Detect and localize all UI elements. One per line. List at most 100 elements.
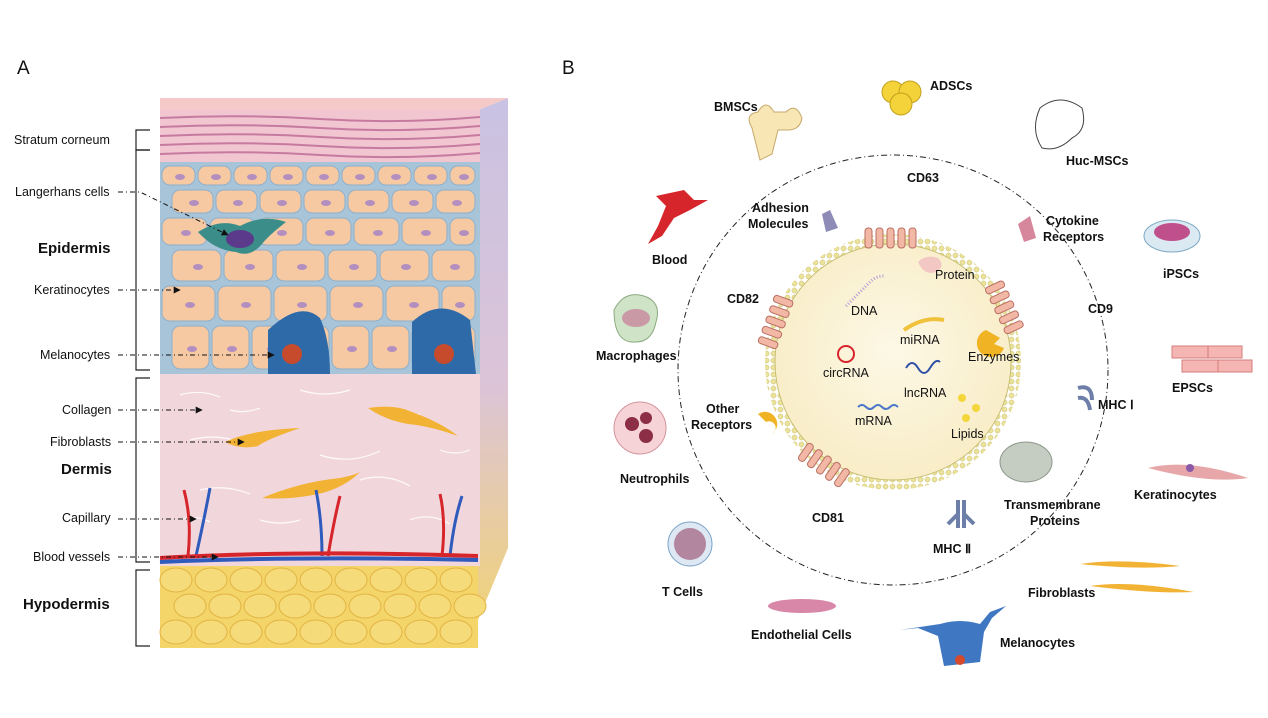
keratinocyte-nucleus [297,302,307,308]
fat-cell [334,619,368,645]
fat-cell [229,619,263,645]
label-collagen: Collagen [62,403,112,417]
melanocyte-cell-left [268,311,330,374]
transmembrane-protein-shape [999,441,1053,483]
fat-cell [348,593,382,619]
label-cytokine-2: Receptors [1043,230,1105,244]
neutrophils-icon [613,401,667,455]
label-huc-mscs: Huc-MSCs [1066,154,1129,168]
tetraspanin-helix [825,461,841,481]
fat-cell [264,567,298,593]
fat-cell [453,593,487,619]
label-circrna: circRNA [823,366,869,380]
tetraspanin-helix [769,305,790,318]
fat-cell [418,593,452,619]
keratinocyte-nucleus [355,174,365,180]
label-protein: Protein [935,268,975,282]
label-hypodermis: Hypodermis [23,596,110,613]
adhesion-molecule-shape [822,210,838,232]
label-melanocytes: Melanocytes [40,348,111,362]
keratinocyte-nucleus [365,200,375,206]
label-epidermis: Epidermis [38,240,111,257]
tetraspanin-helix [772,294,794,308]
keratinocyte-nucleus [187,346,197,352]
label-adhesion-2: Molecules [748,217,809,231]
label-fibroblasts-source: Fibroblasts [1028,586,1096,600]
keratinocyte-nucleus [427,174,437,180]
vein [159,556,479,564]
fat-cell [369,567,403,593]
keratinocyte-nucleus [409,302,419,308]
keratinocyte-nucleus [401,264,411,270]
label-melanocytes-source: Melanocytes [1000,636,1076,650]
keratinocyte-nucleus [277,200,287,206]
fat-cell [159,567,193,593]
keratinocyte-nucleus [347,346,357,352]
fat-cell [334,567,368,593]
t-cells-icon [667,521,713,567]
keratinocyte-nucleus [455,302,465,308]
enzyme-shape [976,330,1004,358]
keratinocytes-source-icon [1148,464,1248,480]
keratinocyte-nucleus [181,230,191,236]
cytokine-receptor-shape [1018,216,1036,242]
panel-label-a: A [17,58,30,79]
fat-cell [439,567,473,593]
keratinocyte-nucleus [189,200,199,206]
label-cd9: CD9 [1088,302,1114,316]
melanocyte-cell-right [412,308,476,374]
tetraspanin-helix [806,449,823,469]
outer-boundary [677,154,1109,586]
tetraspanin-helix [989,290,1010,305]
lipid-shape-2 [972,404,980,412]
block-side-face [478,98,508,620]
source-icons [613,80,1253,666]
layer-brackets [135,129,150,647]
fat-cell [404,619,438,645]
keratinocyte-nucleus [387,346,397,352]
macrophages-icon [613,294,658,343]
keratinocyte-nucleus [175,174,185,180]
keratinocyte-nucleus [297,264,307,270]
tetraspanin-helix [757,336,779,349]
label-fibroblasts: Fibroblasts [50,435,112,449]
ipscs-icon [1143,219,1201,253]
label-endothelial-cells: Endothelial Cells [751,628,852,642]
tetraspanin-helix [984,280,1006,295]
capillaries [182,487,464,557]
label-blood: Blood [652,253,688,267]
tetraspanin-helix [761,325,783,339]
leader-lines-a [118,191,275,561]
block-top-face [160,98,508,110]
mirna-shape [902,317,945,332]
tetraspanin-helix [994,300,1015,315]
tetraspanin-helix [815,455,832,475]
label-mrna: mRNA [855,414,892,428]
keratinocyte-nucleus [459,230,469,236]
keratinocyte-nucleus [277,230,287,236]
label-cytokine-1: Cytokine [1046,214,1099,228]
label-lncrna: lncRNA [904,386,947,400]
keratinocyte-nucleus [227,346,237,352]
blood-icon [648,190,708,244]
fat-cell [194,567,228,593]
keratinocyte-nucleus [245,264,255,270]
label-other-1: Other [706,402,740,416]
keratinocyte-nucleus [321,200,331,206]
other-receptor-shape [758,411,778,434]
label-t-cells: T Cells [662,585,703,599]
keratinocyte-nucleus [283,174,293,180]
label-langerhans-cells: Langerhans cells [15,185,110,199]
tetraspanin-helix [1003,320,1024,335]
fat-cell [383,593,417,619]
label-keratinocytes-source: Keratinocytes [1134,488,1217,502]
label-dermis: Dermis [61,461,112,478]
keratinocyte-nucleus [349,264,359,270]
keratinocyte-nucleus [421,230,431,236]
skin-block [159,98,508,648]
bmscs-icon [748,104,803,161]
label-capillary: Capillary [62,511,111,525]
endothelial-icon [768,599,836,613]
